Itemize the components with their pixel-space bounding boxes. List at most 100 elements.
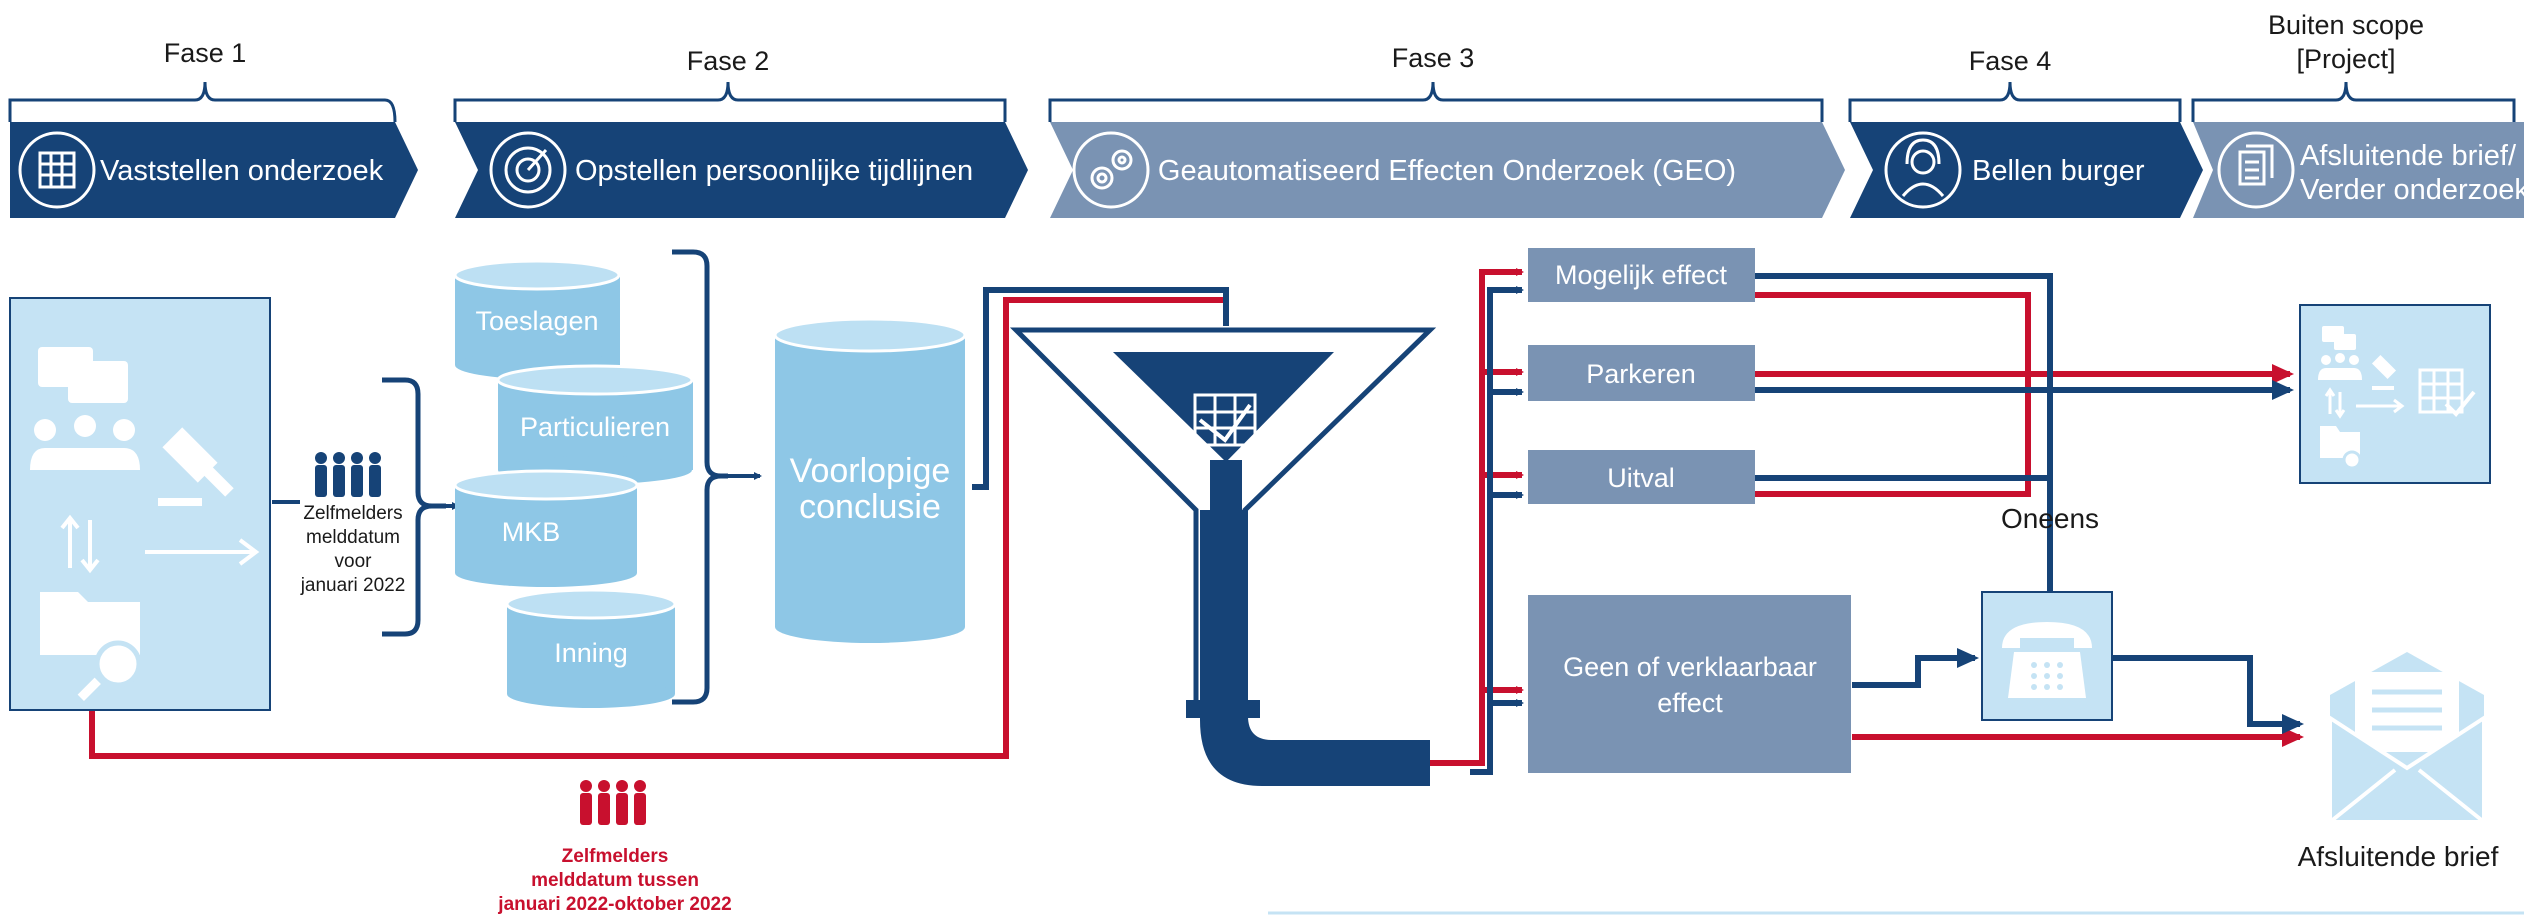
navy-path-conclusie-to-funnel — [972, 287, 1229, 490]
zelfmelders-tussen-1: Zelfmelders — [562, 846, 669, 867]
source-label-toeslagen: Toeslagen — [475, 306, 598, 336]
meeting-icon — [30, 415, 140, 470]
radar-icon-inner — [504, 146, 552, 194]
source-toeslagen: Toeslagen — [453, 259, 621, 379]
source-label-particulieren: Particulieren — [520, 412, 670, 442]
headset-icon-inner — [1901, 138, 1945, 197]
outcome-label-geen-2: effect — [1657, 688, 1723, 718]
phase-header-4: Fase 4 — [1848, 46, 2182, 122]
banner-label-opstellen: Opstellen persoonlijke tijdlijnen — [575, 155, 973, 187]
phase-label-2: Fase 2 — [687, 46, 770, 76]
phase-label-buiten-1: Buiten scope — [2268, 10, 2424, 40]
phone-keypad — [2031, 662, 2063, 690]
outcome-label-geen-1: Geen of verklaarbaar — [1563, 652, 1817, 682]
zelfmelders-voor-4: januari 2022 — [300, 575, 406, 596]
phase-label-3: Fase 3 — [1392, 43, 1475, 73]
phase-header-3: Fase 3 — [1048, 43, 1824, 122]
phase-label-1: Fase 1 — [164, 38, 247, 68]
phase-label-4: Fase 4 — [1969, 46, 2052, 76]
chart-grid-icon — [1193, 393, 1257, 447]
people-icon-navy — [315, 452, 381, 497]
people-icon-red — [580, 780, 646, 825]
red-branch-trunk — [1430, 268, 1524, 766]
banner-label-afsluitend-1: Afsluitende brief/ — [2300, 140, 2517, 172]
gears-icon — [1072, 131, 1150, 209]
outcome-label-parkeren: Parkeren — [1586, 359, 1696, 389]
banner-vaststellen: Vaststellen onderzoek — [10, 122, 418, 218]
phase-label-buiten-2: [Project] — [2296, 44, 2395, 74]
brace-left — [382, 377, 446, 637]
voorlopige-conclusie: Voorlopige conclusie — [773, 317, 967, 643]
source-particulieren: Particulieren — [496, 364, 694, 484]
chat-icon — [38, 347, 128, 403]
banner-label-vaststellen: Vaststellen onderzoek — [100, 155, 384, 187]
navy-flow — [972, 273, 2304, 775]
phone-box — [1981, 591, 2113, 721]
zelfmelders-voor-1: Zelfmelders — [303, 503, 402, 524]
navy-arrow-to-brief — [2112, 655, 2304, 734]
zelfmelders-tussen-3: januari 2022-oktober 2022 — [497, 894, 731, 915]
gavel-icon — [158, 427, 234, 506]
banner-label-afsluitend-2: Verder onderzoek — [2300, 174, 2524, 206]
phase-bracket-buiten — [2191, 81, 2516, 122]
zelfmelders-tussen-2: melddatum tussen — [531, 870, 699, 891]
swap-arrows-icon — [60, 514, 100, 574]
voorlopige-line1: Voorlopige — [790, 452, 951, 490]
afsluitende-brief-label: Afsluitende brief — [2298, 841, 2499, 872]
outcome-label-mogelijk: Mogelijk effect — [1555, 260, 1728, 290]
phase-header-buiten: Buiten scope [Project] — [2191, 10, 2516, 122]
result-panel — [2299, 304, 2491, 484]
zelfmelders-voor-2: melddatum — [306, 527, 400, 548]
zelfmelders-tussen: Zelfmelders melddatum tussen januari 202… — [497, 780, 732, 915]
navy-branch-trunk — [1470, 286, 1524, 775]
outcome-parkeren: Parkeren — [1528, 345, 1755, 401]
result-gavel-icon — [2371, 354, 2397, 390]
phase-bracket-1 — [8, 81, 397, 123]
outcome-uitval: Uitval — [1528, 450, 1755, 504]
source-mkb: MKB — [453, 469, 639, 587]
result-arrow-icon — [2356, 398, 2405, 414]
phase-header-2: Fase 2 — [453, 46, 1007, 122]
result-meeting-icon — [2318, 353, 2362, 380]
documents-icon-inner — [2238, 144, 2274, 186]
source-inning: Inning — [505, 588, 677, 708]
result-folder-icon — [2320, 426, 2362, 470]
banner-opstellen: Opstellen persoonlijke tijdlijnen — [455, 122, 1028, 218]
banner-label-geo: Geautomatiseerd Effecten Onderzoek (GEO) — [1158, 155, 1736, 187]
red-loop-mogelijk-uitval — [1755, 292, 2031, 497]
banner-label-bellen: Bellen burger — [1972, 155, 2145, 187]
grid-icon — [18, 131, 96, 209]
navy-arrow-to-phone — [1852, 648, 1979, 688]
outcome-geen: Geen of verklaarbaar effect — [1528, 595, 1851, 773]
zelfmelders-voor: Zelfmelders melddatum voor januari 2022 — [272, 377, 460, 637]
brace-right — [672, 249, 728, 705]
oneens-label: Oneens — [2001, 503, 2099, 534]
result-table-icon — [2418, 368, 2476, 417]
headset-icon — [1884, 131, 1962, 209]
zelfmelders-voor-3: voor — [335, 551, 373, 572]
radar-icon — [489, 131, 567, 209]
banner-geo: Geautomatiseerd Effecten Onderzoek (GEO) — [1050, 122, 1845, 218]
result-chat-icon — [2322, 326, 2356, 350]
grid-icon-inner — [38, 151, 76, 189]
outcome-label-uitval: Uitval — [1607, 463, 1675, 493]
outcome-mogelijk: Mogelijk effect — [1528, 248, 1755, 302]
phase-bracket-4 — [1848, 81, 2182, 122]
intake-panel — [9, 297, 271, 711]
result-swap-icon — [2324, 387, 2346, 419]
gears-icon-inner — [1090, 149, 1133, 190]
navy-loop-mogelijk-uitval — [1755, 273, 2053, 547]
phase-header-1: Fase 1 — [8, 38, 397, 123]
banner-bellen: Bellen burger — [1850, 122, 2203, 218]
arrow-right-icon — [145, 538, 260, 566]
documents-icon — [2217, 131, 2295, 209]
envelope-icon — [2328, 652, 2486, 824]
source-label-inning: Inning — [554, 638, 628, 668]
phase-bracket-3 — [1048, 81, 1824, 122]
banner-afsluitend: Afsluitende brief/ Verder onderzoek — [2193, 122, 2524, 218]
source-label-mkb: MKB — [502, 517, 561, 547]
folder-search-icon — [40, 592, 142, 701]
phase-bracket-2 — [453, 81, 1007, 122]
funnel — [1009, 327, 1437, 786]
